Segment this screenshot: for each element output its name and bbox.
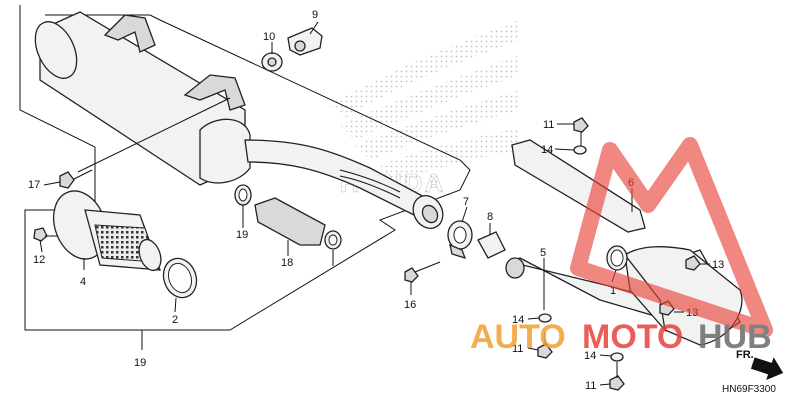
- front-direction-indicator: FR.: [736, 349, 784, 381]
- callout-4: 4: [80, 276, 86, 288]
- part-14-washer-lower: [610, 352, 624, 362]
- part-15-bolt: [59, 169, 93, 189]
- leader-lines: [39, 21, 710, 386]
- logo-text-auto: AUTO: [470, 318, 566, 356]
- part-10-grommet: [261, 52, 283, 72]
- callout-2: 2: [172, 314, 178, 326]
- part-14-washer-upper: [573, 145, 587, 155]
- part-1-gasket: [606, 245, 628, 271]
- part-19-band-upper: [234, 184, 252, 206]
- callout-10: 10: [263, 31, 275, 43]
- callout-12: 12: [33, 254, 45, 266]
- part-8-collar: [477, 231, 506, 259]
- callout-16-text: 16: [404, 299, 416, 311]
- honda-wing-watermark: [330, 20, 520, 182]
- diagram-code: HN69F3300: [722, 384, 776, 395]
- part-16-bolt: [404, 261, 441, 283]
- callout-17: 19: [134, 357, 146, 369]
- part-11-bolt-upper: [573, 117, 589, 146]
- part-13-nut-upper: [685, 255, 701, 271]
- part-11-bolt-lower: [609, 362, 625, 391]
- part-9-collar: [287, 27, 323, 56]
- callout-8: 8: [487, 211, 493, 223]
- part-2-gasket: [162, 257, 198, 299]
- callout-19-a: 19: [236, 229, 248, 241]
- part-11-bolt-mid: [537, 332, 553, 359]
- part-7-clamp: [447, 220, 473, 260]
- callout-11-mid: 11: [512, 343, 523, 355]
- part-12-bolt: [33, 227, 58, 242]
- callout-15: 17: [28, 179, 40, 191]
- part-19-band-lower: [324, 230, 342, 250]
- callout-11-upper: 11: [543, 119, 554, 131]
- callout-14-lower: 14: [584, 350, 596, 362]
- muffler-body: [34, 11, 444, 229]
- callout-14-upper: 14: [541, 144, 553, 156]
- callout-13-upper: 13: [712, 259, 724, 271]
- part-18-heat-shield: [254, 197, 326, 246]
- assembly-outline: [19, 5, 471, 331]
- part-4-end-cap-spark-arrester: [52, 190, 162, 272]
- automotohub-watermark-logo: AUTO MOTO HUB: [470, 137, 773, 356]
- callout-5: 5: [540, 247, 546, 259]
- logo-text-moto: MOTO: [582, 318, 683, 356]
- callout-18: 18: [281, 257, 293, 269]
- callout-labels: 9 10 17 12 4 2 19 19 19 18 18 17 16 7 8 …: [28, 9, 724, 392]
- callout-11-lower: 11: [585, 380, 596, 392]
- direction-label: FR.: [736, 349, 754, 361]
- callout-14-mid: 14: [512, 314, 524, 326]
- callout-9: 9: [312, 9, 318, 21]
- logo-text-hub: HUB: [698, 318, 772, 356]
- front-arrow-icon: [750, 357, 784, 381]
- callout-1: 1: [610, 285, 616, 297]
- callout-7: 7: [463, 196, 469, 208]
